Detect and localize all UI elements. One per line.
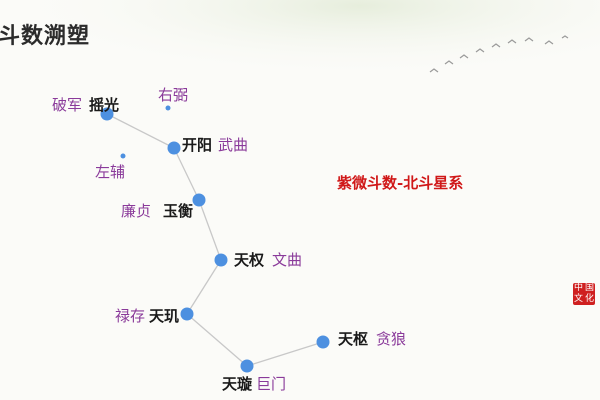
label-yaoguang: 摇光 xyxy=(89,96,120,114)
label-wuqu: 武曲 xyxy=(218,136,249,154)
diagram-subtitle: 紫微斗数-北斗星系 xyxy=(337,174,464,192)
node-tianxuan[interactable] xyxy=(240,359,254,373)
label-tianxuan: 天璇 xyxy=(222,375,253,393)
node-tianquan[interactable] xyxy=(214,253,228,267)
label-tanlang: 贪狼 xyxy=(376,330,407,348)
node-yuheng[interactable] xyxy=(192,193,206,207)
label-kaiyang: 开阳 xyxy=(182,136,213,154)
edge-yuheng-tianquan xyxy=(198,199,222,261)
node-yaoguang[interactable] xyxy=(100,107,114,121)
edge-tianxuan-tianshu xyxy=(246,341,324,367)
label-tianji: 天玑 xyxy=(149,307,180,325)
node-kaiyang[interactable] xyxy=(167,141,181,155)
label-tianquan: 天权 xyxy=(234,251,265,269)
edge-tianji-tianxuan xyxy=(186,313,248,367)
node-youbi[interactable] xyxy=(165,105,171,111)
page-title: 斗数溯塑 xyxy=(0,23,91,49)
label-zuofu: 左辅 xyxy=(95,163,126,181)
edge-kaiyang-yuheng xyxy=(173,147,200,201)
label-lucun: 禄存 xyxy=(115,307,146,325)
node-tianji[interactable] xyxy=(180,307,194,321)
label-tianshu: 天枢 xyxy=(338,330,369,348)
flying-birds-decoration xyxy=(429,35,569,73)
label-wenqu: 文曲 xyxy=(272,251,303,269)
node-tianshu[interactable] xyxy=(316,335,330,349)
constellation-edges xyxy=(106,113,324,367)
chinese-culture-seal: 中国 文化 xyxy=(573,283,595,305)
label-youbi: 右弼 xyxy=(158,86,189,104)
constellation-nodes xyxy=(100,105,330,373)
label-lianzhen: 廉贞 xyxy=(121,202,152,220)
label-yuheng: 玉衡 xyxy=(163,202,194,220)
label-pojun: 破军 xyxy=(52,96,83,114)
label-jumen: 巨门 xyxy=(256,375,287,393)
edge-yaoguang-kaiyang xyxy=(106,113,175,149)
node-zuofu[interactable] xyxy=(120,153,126,159)
edge-tianquan-tianji xyxy=(186,259,222,315)
